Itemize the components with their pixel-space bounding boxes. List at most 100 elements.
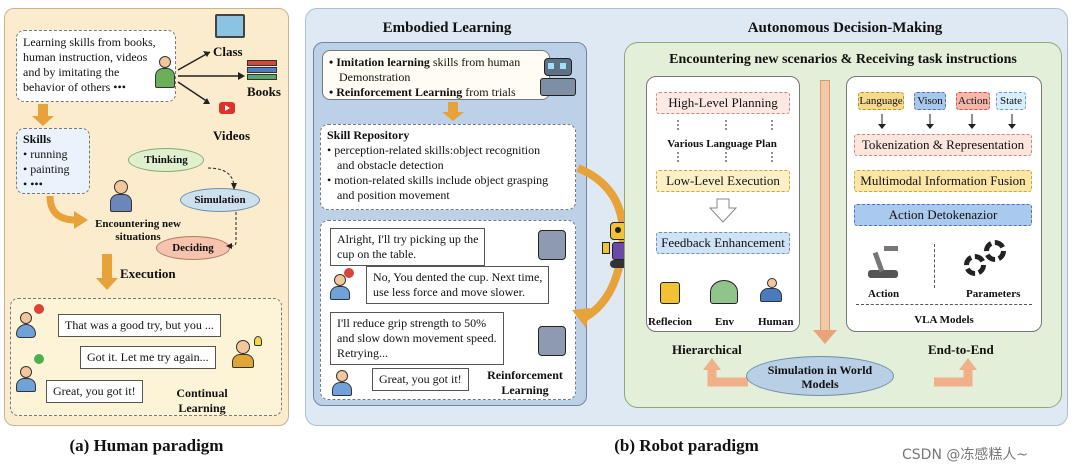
human-intro-box: Learning skills from books, human instru… xyxy=(16,30,176,102)
lightbulb-icon xyxy=(254,336,262,346)
rl-label: Reinforcement Learning xyxy=(480,368,570,398)
curved-arrow xyxy=(46,196,88,229)
thinking-loop-arrows xyxy=(207,167,237,249)
divider xyxy=(856,304,1032,305)
skills-title: Skills xyxy=(23,132,52,146)
robot-success-dialog: Great, you got it! xyxy=(372,368,469,391)
hollow-down-arrow xyxy=(708,198,738,223)
human-intro-line: and by imitating the xyxy=(23,65,120,79)
sim-line: Models xyxy=(801,377,839,391)
person-avatar xyxy=(16,366,36,392)
center-down-arrow xyxy=(820,80,830,334)
human-label: Human xyxy=(758,316,794,328)
robot-head-icon xyxy=(538,58,578,98)
person-avatar xyxy=(330,274,350,300)
imitation-rest: skills from human xyxy=(429,55,521,69)
dialog-line: and slow down movement speed. xyxy=(337,331,497,345)
robot-dialog-2: I'll reduce grip strength to 50% and slo… xyxy=(330,312,504,365)
human-sources-arrows xyxy=(177,51,245,104)
vision-tag: Vison xyxy=(914,92,946,110)
center-down-arrow-head xyxy=(813,330,837,344)
end-to-end-label: End-to-End xyxy=(928,342,994,357)
encountering-line: Encountering new xyxy=(95,218,181,230)
wrong-icon xyxy=(34,304,44,314)
state-tag: State xyxy=(996,92,1026,110)
teacher-icon xyxy=(152,56,178,90)
repo-line: perception-related skills:object recogni… xyxy=(334,143,541,157)
skill-repository-box: Skill Repository • perception-related sk… xyxy=(320,124,576,210)
person-avatar xyxy=(332,370,352,396)
class-label: Class xyxy=(213,44,243,59)
human-intro-line: human instruction, videos xyxy=(23,50,148,64)
human-intro-line: behavior of others ••• xyxy=(23,80,126,94)
videos-label: Videos xyxy=(213,128,251,143)
execution-arrow-head xyxy=(96,278,118,290)
hierarchical-label: Hierarchical xyxy=(672,342,742,357)
correct-icon xyxy=(34,354,44,364)
books-label: Books xyxy=(247,84,281,99)
learning-sources-box: • Imitation learning skills from human D… xyxy=(322,50,550,100)
down-arrow-head xyxy=(442,112,464,121)
down-arrow-head xyxy=(32,116,54,126)
repo-line: and position movement xyxy=(337,188,450,202)
imitation-line2: Demonstration xyxy=(339,70,411,84)
env-label: Env xyxy=(715,316,734,328)
continual-line: Learning xyxy=(178,401,226,415)
plan-arrows xyxy=(677,152,773,164)
dialog-line: I'll reduce grip strength to 50% xyxy=(337,316,487,330)
robot-arm-icon xyxy=(538,230,566,260)
tokenization-box: Tokenization & Representation xyxy=(854,134,1032,156)
continual-learning-label: Continual Learning xyxy=(172,386,232,416)
skill-repository-title: Skill Repository xyxy=(327,128,410,142)
human-intro-line: Learning skills from books, xyxy=(23,35,156,49)
action-tag: Action xyxy=(956,92,990,110)
sim-line: Simulation in World xyxy=(767,363,873,377)
robot-arm-icon xyxy=(866,244,900,278)
autonomous-subtitle: Encountering new scenarios & Receiving t… xyxy=(669,52,1017,67)
low-level-execution: Low-Level Execution xyxy=(656,170,790,192)
tag-arrows xyxy=(878,114,1016,129)
robot-caption: (b) Robot paradigm xyxy=(614,436,759,455)
human-dialog-3: Great, you got it! xyxy=(46,380,143,403)
thinking-cloud: Thinking xyxy=(128,148,204,172)
parameters-label: Parameters xyxy=(966,288,1021,300)
robot-dialog-1: Alright, I'll try picking up the cup on … xyxy=(330,228,486,266)
skill-item: painting xyxy=(23,162,83,177)
simulation-side-arrows xyxy=(703,358,977,387)
plan-arrows xyxy=(677,120,773,132)
embodied-learning-title: Embodied Learning xyxy=(382,20,512,36)
rl-line: Learning xyxy=(501,383,549,397)
encountering-label: Encountering new situations xyxy=(88,218,188,244)
human-dialog-2: Got it. Let me try again... xyxy=(80,346,216,369)
execution-label: Execution xyxy=(120,266,176,281)
high-level-planning: High-Level Planning xyxy=(656,92,790,114)
action-label: Action xyxy=(868,288,900,300)
various-language-plan: Various Language Plan xyxy=(667,138,777,150)
encountering-line: situations xyxy=(115,231,161,243)
fusion-box: Multimodal Information Fusion xyxy=(854,170,1032,192)
gears-icon xyxy=(964,240,1008,278)
human-caption: (a) Human paradigm xyxy=(69,436,224,455)
divider xyxy=(934,244,935,288)
repo-line: motion-related skills include object gra… xyxy=(334,173,549,187)
reinforcement-bold: Reinforcement Learning xyxy=(336,85,463,99)
learner-avatar xyxy=(232,340,254,368)
dialog-line: No, You dented the cup. Next time, xyxy=(373,270,543,284)
human-dialog-1: That was a good try, but you ... xyxy=(58,314,221,337)
detokenizer-box: Action Detokenazior xyxy=(854,204,1032,226)
thinker-icon xyxy=(108,180,136,214)
robot-arm-icon xyxy=(538,326,566,356)
person-avatar xyxy=(16,312,36,338)
dialog-line: Alright, I'll try picking up the xyxy=(337,232,479,246)
books-icon xyxy=(247,60,277,80)
human-icon xyxy=(760,278,784,306)
feedback-enhancement: Feedback Enhancement xyxy=(656,232,790,254)
skill-item: running xyxy=(23,147,83,162)
simulation-world-models: Simulation in World Models xyxy=(746,356,894,396)
execution-arrow xyxy=(102,254,112,280)
reinforcement-rest: from trials xyxy=(462,85,516,99)
simulation-cloud: Simulation xyxy=(180,188,260,212)
dialog-line: cup on the table. xyxy=(337,247,417,261)
videos-icon xyxy=(213,96,241,120)
down-arrow xyxy=(38,104,48,118)
